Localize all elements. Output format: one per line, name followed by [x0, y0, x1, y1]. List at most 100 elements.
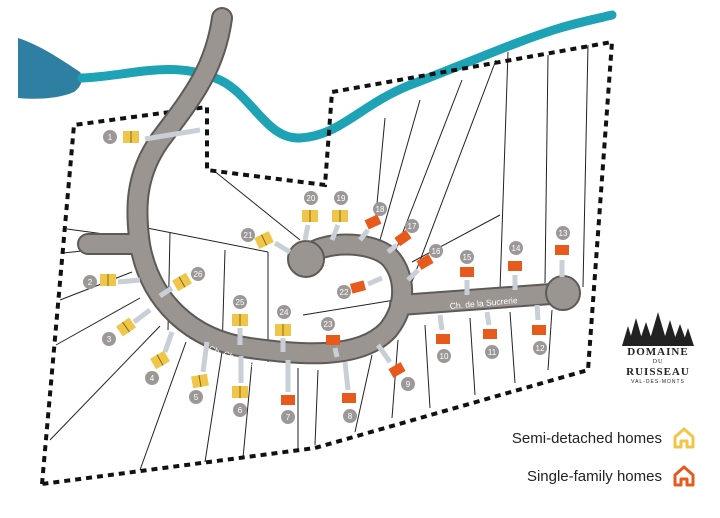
semi-detached-house-icon: [673, 427, 695, 449]
lot-number-badge: [556, 226, 570, 240]
lot-number-badge: [233, 295, 247, 309]
lot-10[interactable]: 10: [436, 314, 451, 363]
lot-number-badge: [233, 403, 247, 417]
lot-number-badge: [277, 305, 291, 319]
driveway: [329, 224, 341, 241]
lot-17[interactable]: 17: [386, 219, 419, 254]
lot-number-badge: [145, 371, 159, 385]
lot-22[interactable]: 22: [337, 275, 383, 299]
driveway: [367, 275, 383, 287]
lot-3[interactable]: 3: [102, 308, 152, 346]
lot-20[interactable]: 20: [302, 191, 318, 241]
domaine-du-ruisseau-logo: DOMAINE DU RUISSEAU VAL-DES-MONTS: [618, 312, 698, 386]
driveway: [332, 347, 340, 358]
driveway: [158, 285, 174, 299]
single-family-home: [532, 325, 546, 335]
driveway: [406, 268, 420, 282]
lot-number-badge: [437, 349, 451, 363]
lot-12[interactable]: 12: [532, 304, 547, 355]
lot-19[interactable]: 19: [329, 191, 348, 241]
lot-15[interactable]: 15: [460, 250, 474, 295]
lot-26[interactable]: 26: [158, 267, 205, 299]
lot-4[interactable]: 4: [145, 331, 175, 385]
lake: [18, 38, 82, 99]
lot-number-badge: [281, 410, 295, 424]
lot-number: 19: [337, 194, 346, 203]
lot-number: 9: [406, 380, 411, 389]
lot-number-badge: [191, 267, 205, 281]
lot-14[interactable]: 14: [508, 241, 523, 290]
lot-8[interactable]: 8: [342, 361, 357, 423]
lot-number: 4: [150, 374, 155, 383]
lot-number-badge: [509, 241, 523, 255]
lot-13[interactable]: 13: [555, 226, 570, 277]
lot-number-badge: [103, 130, 117, 144]
driveway: [302, 224, 311, 241]
lot-number-badge: [321, 317, 335, 331]
lot-number: 2: [88, 278, 93, 287]
lot-number: 11: [488, 348, 497, 357]
lot-2[interactable]: 2: [83, 274, 141, 289]
lot-18[interactable]: 18: [358, 202, 387, 242]
lot-number: 12: [536, 344, 545, 353]
legend-single-family: Single-family homes: [527, 464, 696, 488]
lot-number-badge: [334, 191, 348, 205]
lot-6[interactable]: 6: [232, 356, 248, 417]
driveway: [386, 243, 399, 254]
unit-divider: [198, 375, 202, 387]
lot-9[interactable]: 9: [375, 343, 415, 391]
lot-number: 22: [340, 288, 349, 297]
roads: [77, 7, 581, 365]
driveway: [342, 361, 351, 391]
lot-number-badge: [485, 345, 499, 359]
lot-number: 20: [307, 194, 316, 203]
lot-25[interactable]: 25: [232, 295, 248, 345]
driveway: [484, 311, 492, 326]
lot-number: 6: [238, 406, 243, 415]
lot-number-badge: [460, 250, 474, 264]
lot-number-badge: [429, 244, 443, 258]
single-family-home: [483, 329, 497, 339]
unit-divider: [178, 276, 186, 288]
lot-23[interactable]: 23: [321, 317, 340, 358]
lot-21[interactable]: 21: [241, 228, 292, 255]
tree-silhouette-icon: [622, 312, 694, 346]
lot-number: 5: [194, 393, 199, 402]
lot-1[interactable]: 1: [103, 127, 201, 144]
lot-24[interactable]: 24: [275, 305, 291, 352]
property-boundary: [40, 39, 615, 486]
lot-number: 17: [408, 222, 417, 231]
lot-number: 24: [280, 308, 289, 317]
lot-number-badge: [533, 341, 547, 355]
single-family-home: [388, 362, 406, 378]
unit-divider: [261, 234, 267, 246]
lot-number-badge: [337, 285, 351, 299]
single-family-home: [416, 254, 434, 270]
single-family-home: [349, 280, 367, 294]
lot-number: 1: [108, 133, 113, 142]
legend-semi-detached-label: Semi-detached homes: [511, 429, 662, 447]
driveway: [375, 343, 393, 364]
lot-number: 26: [194, 270, 203, 279]
legend-semi-detached: Semi-detached homes: [512, 426, 696, 450]
lot-5[interactable]: 5: [189, 341, 210, 404]
driveway: [132, 308, 152, 324]
lot-number-badge: [405, 219, 419, 233]
driveway: [534, 304, 541, 321]
driveway: [273, 240, 292, 255]
lot-16[interactable]: 16: [406, 244, 443, 282]
single-family-home: [281, 395, 295, 405]
logo-text-domaine: DOMAINE: [627, 346, 689, 358]
driveway: [358, 228, 370, 242]
lot-number: 8: [348, 412, 353, 421]
single-family-home: [508, 261, 522, 271]
unit-divider: [156, 354, 164, 366]
lot-number: 7: [286, 413, 291, 422]
lot-number: 14: [512, 244, 521, 253]
lot-number: 16: [432, 247, 441, 256]
driveway: [144, 127, 201, 142]
lot-11[interactable]: 11: [483, 311, 499, 359]
lot-7[interactable]: 7: [281, 360, 295, 424]
lot-number-badge: [373, 202, 387, 216]
